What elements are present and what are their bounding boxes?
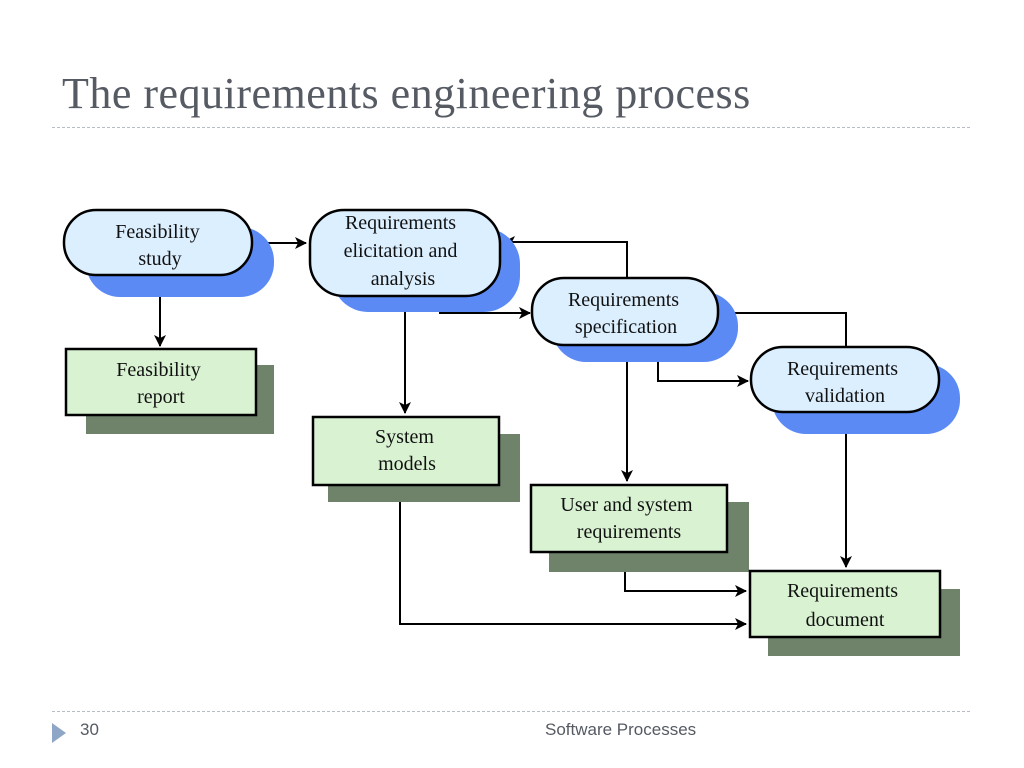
label-line: document (806, 609, 885, 631)
arrow-models-to-document (399, 486, 747, 630)
svg-text:System models: System models (375, 426, 439, 475)
label-line: analysis (371, 268, 436, 290)
process-requirements-validation: Requirements validation (749, 345, 960, 434)
label-line: User and system (560, 494, 693, 516)
document-system-models: System models (311, 415, 520, 502)
document-requirements-document: Requirements document (748, 569, 960, 656)
label-line: elicitation and (344, 240, 458, 262)
label-line: report (137, 386, 185, 408)
document-feasibility-report: Feasibility report (64, 347, 274, 434)
svg-text:Feasibility study: Feasibility study (115, 221, 204, 270)
process-elicitation-analysis: Requirements elicitation and analysis (308, 208, 520, 312)
svg-text:Feasibility report: Feasibility report (116, 359, 205, 408)
arrow-validation-to-specification (720, 307, 847, 347)
document-user-system-requirements: User and system requirements (529, 483, 749, 572)
label-line: System (375, 426, 434, 448)
label-line: study (138, 248, 181, 270)
label-line: Requirements (568, 289, 679, 311)
svg-text:Requirements validation: Requirements validation (787, 358, 903, 407)
label-line: Requirements (787, 580, 898, 602)
label-line: models (378, 453, 436, 475)
label-line: Requirements (345, 212, 456, 234)
label-line: requirements (577, 521, 682, 543)
process-requirements-specification: Requirements specification (530, 276, 738, 362)
label-line: specification (575, 316, 677, 338)
label-line: Feasibility (116, 359, 200, 381)
footer-section-name: Software Processes (545, 720, 697, 739)
title-divider (52, 127, 970, 128)
label-line: validation (805, 385, 885, 407)
footer-divider (52, 711, 970, 712)
page-number: 30 (80, 720, 99, 739)
svg-text:Requirements specificati: Requirements specification (568, 289, 684, 338)
bullet-triangle-icon (52, 723, 66, 743)
arrow-specification-to-elicitation (503, 236, 628, 278)
svg-text:Requirements document: Requirements document (787, 580, 903, 631)
svg-text:Requirements elicitation: Requirements elicitation and analysis (344, 212, 463, 290)
label-line: Requirements (787, 358, 898, 380)
slide-title: The requirements engineering process (62, 69, 751, 118)
svg-text:User and system requirem: User and system requirements (560, 494, 697, 543)
label-line: Feasibility (115, 221, 199, 243)
process-feasibility-study: Feasibility study (62, 208, 274, 297)
